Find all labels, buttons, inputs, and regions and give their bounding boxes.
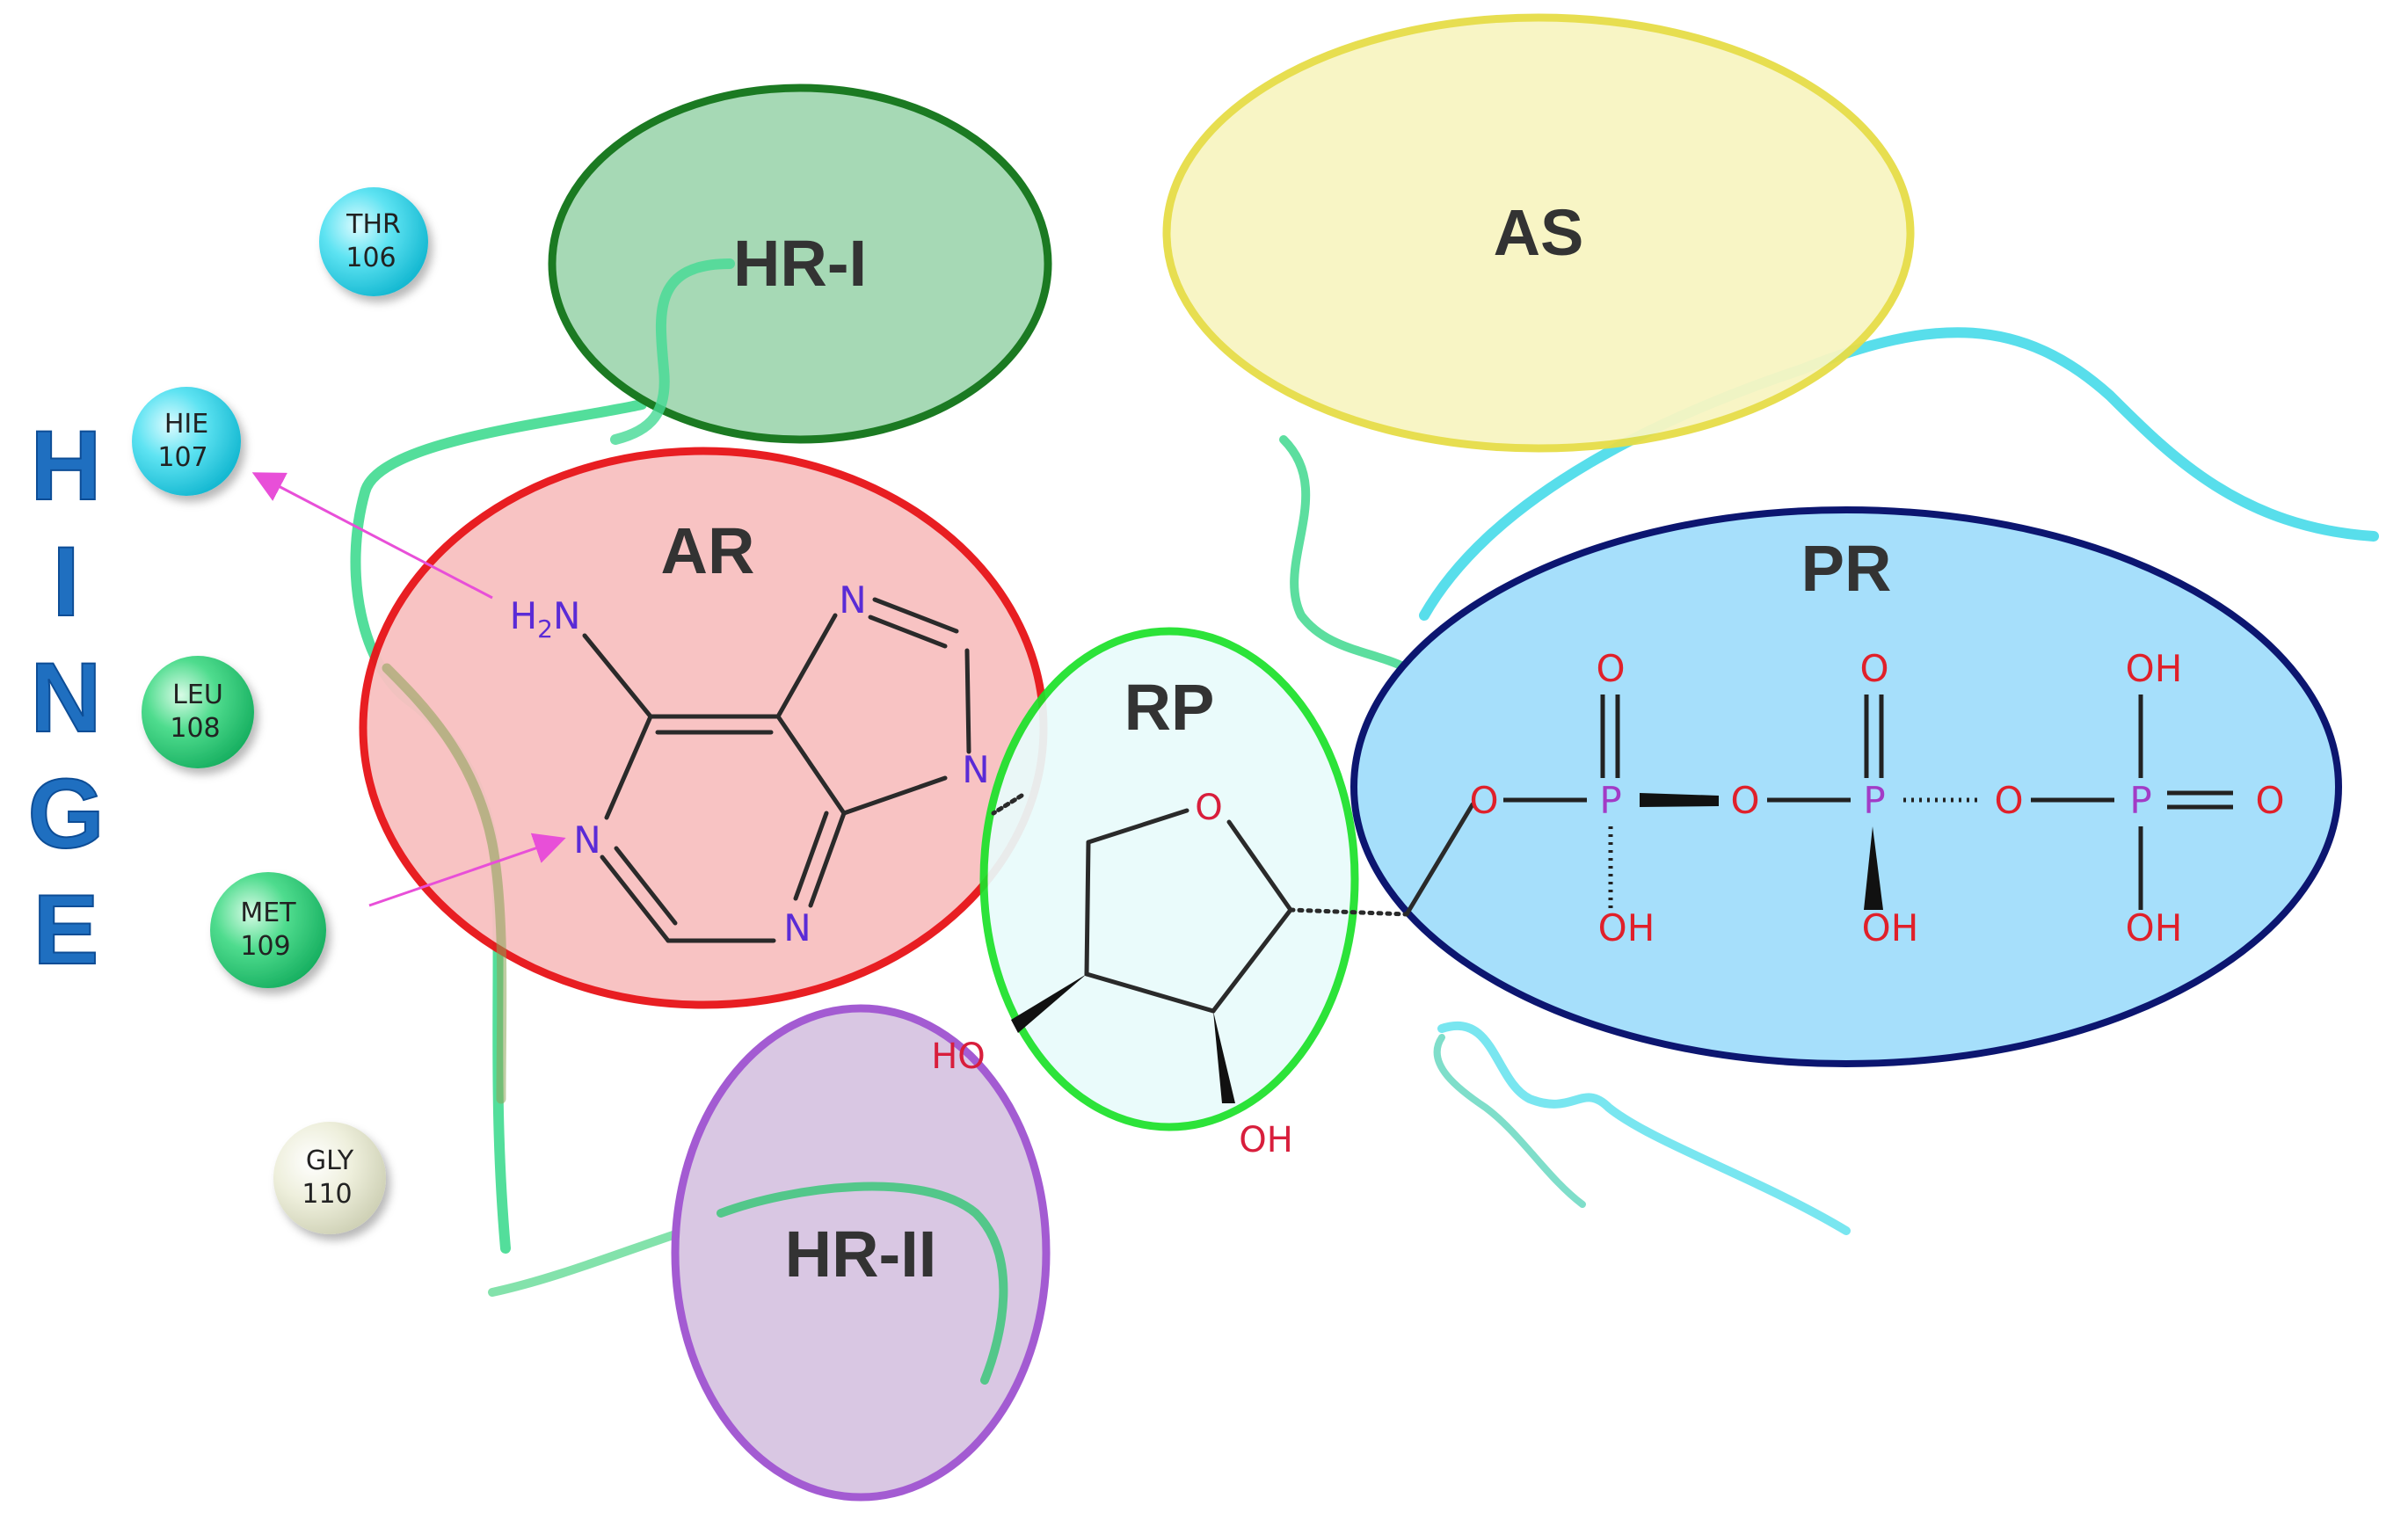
- ribbon-cyan-loop: [1433, 1034, 1586, 1208]
- atom-o-bridge-2: O: [1730, 779, 1759, 822]
- region-rp: [979, 627, 1359, 1131]
- region-label-as: AS: [1494, 196, 1584, 269]
- residue-leu108: LEU 108: [142, 656, 254, 768]
- residue-met109: MET 109: [210, 872, 326, 988]
- residue-number: 106: [346, 243, 396, 273]
- region-label-pr: PR: [1801, 532, 1892, 605]
- atom-o-beta-top: O: [1859, 647, 1888, 690]
- atom-o-alpha-top: O: [1596, 647, 1625, 690]
- atom-n3: N: [783, 906, 811, 949]
- atom-o-bridge-1: O: [1469, 779, 1498, 822]
- residue-name: HIE: [164, 409, 208, 440]
- residue-name: MET: [240, 898, 296, 928]
- triphosphate-bonds: [1503, 695, 2233, 910]
- region-label-ar: AR: [661, 514, 755, 587]
- ribbon-hr1-overlay: [610, 258, 735, 445]
- residue-name: LEU: [172, 680, 223, 710]
- ribbon-ar-overlay: [382, 663, 507, 1104]
- hbond-arrow-hie107: [251, 472, 493, 600]
- region-label-hr2: HR-II: [785, 1218, 937, 1291]
- atom-o-bridge-3: O: [1994, 779, 2023, 822]
- residue-number: 108: [170, 713, 220, 744]
- residue-number: 110: [302, 1179, 352, 1210]
- atom-amine-h2n: H2N: [510, 594, 581, 644]
- hinge-letter-i: I: [52, 527, 79, 636]
- atom-p-alpha: P: [1599, 779, 1621, 822]
- region-label-hr1: HR-I: [733, 227, 867, 300]
- residue-name: GLY: [306, 1145, 354, 1176]
- region-pr: [1350, 506, 2342, 1067]
- atom-ribose-o: O: [1195, 788, 1222, 828]
- residue-sphere: [142, 656, 254, 768]
- hinge-letter-g: G: [27, 759, 104, 869]
- hinge-letter-e: E: [33, 875, 99, 985]
- residue-thr106: THR 106: [319, 187, 428, 296]
- hinge-letter-n: N: [31, 643, 102, 753]
- residue-name: THR: [346, 209, 401, 240]
- residue-number: 109: [240, 931, 290, 962]
- atom-p-gamma: P: [2129, 779, 2151, 822]
- residue-sphere: [210, 872, 326, 988]
- ribbon-cyan-bottom: [1437, 1022, 1851, 1235]
- atom-n9: N: [962, 748, 989, 791]
- hinge-label: H I N G E: [26, 410, 105, 985]
- residue-gly110: GLY 110: [273, 1122, 386, 1234]
- atom-n7: N: [839, 578, 866, 622]
- hbond-arrow-met109: [368, 833, 566, 907]
- atom-p-beta: P: [1863, 779, 1885, 822]
- atom-n1: N: [573, 818, 600, 862]
- atom-oh-alpha-bottom: OH: [1598, 906, 1655, 949]
- region-as: [1162, 13, 1915, 453]
- atom-oh-gamma-top: OH: [2126, 647, 2183, 690]
- residue-hie107: HIE 107: [132, 387, 241, 496]
- region-hr1: [548, 84, 1052, 444]
- region-label-rp: RP: [1124, 671, 1215, 744]
- ribbon-cyan-top: [1419, 327, 2379, 621]
- atom-oh-gamma-bottom: OH: [2126, 906, 2183, 949]
- residue-number: 107: [157, 442, 207, 473]
- atom-ribose-oh: OH: [1239, 1120, 1293, 1160]
- atom-oh-beta-bottom: OH: [1862, 906, 1919, 949]
- atom-ribose-ho: HO: [931, 1036, 986, 1077]
- ribbon-overlays: [382, 258, 1008, 1385]
- residue-sphere: [273, 1122, 386, 1234]
- ribbon-hr2-overlay: [717, 1182, 1008, 1385]
- hinge-letter-h: H: [31, 411, 102, 520]
- residue-sphere: [319, 187, 428, 296]
- atom-o-gamma-double: O: [2255, 779, 2284, 822]
- region-hr2: [671, 1004, 1051, 1502]
- adenine-bonds: [582, 597, 971, 943]
- residue-sphere: [132, 387, 241, 496]
- ribose-bonds: [991, 793, 1475, 1103]
- ribbon-green-center: [1279, 435, 1411, 673]
